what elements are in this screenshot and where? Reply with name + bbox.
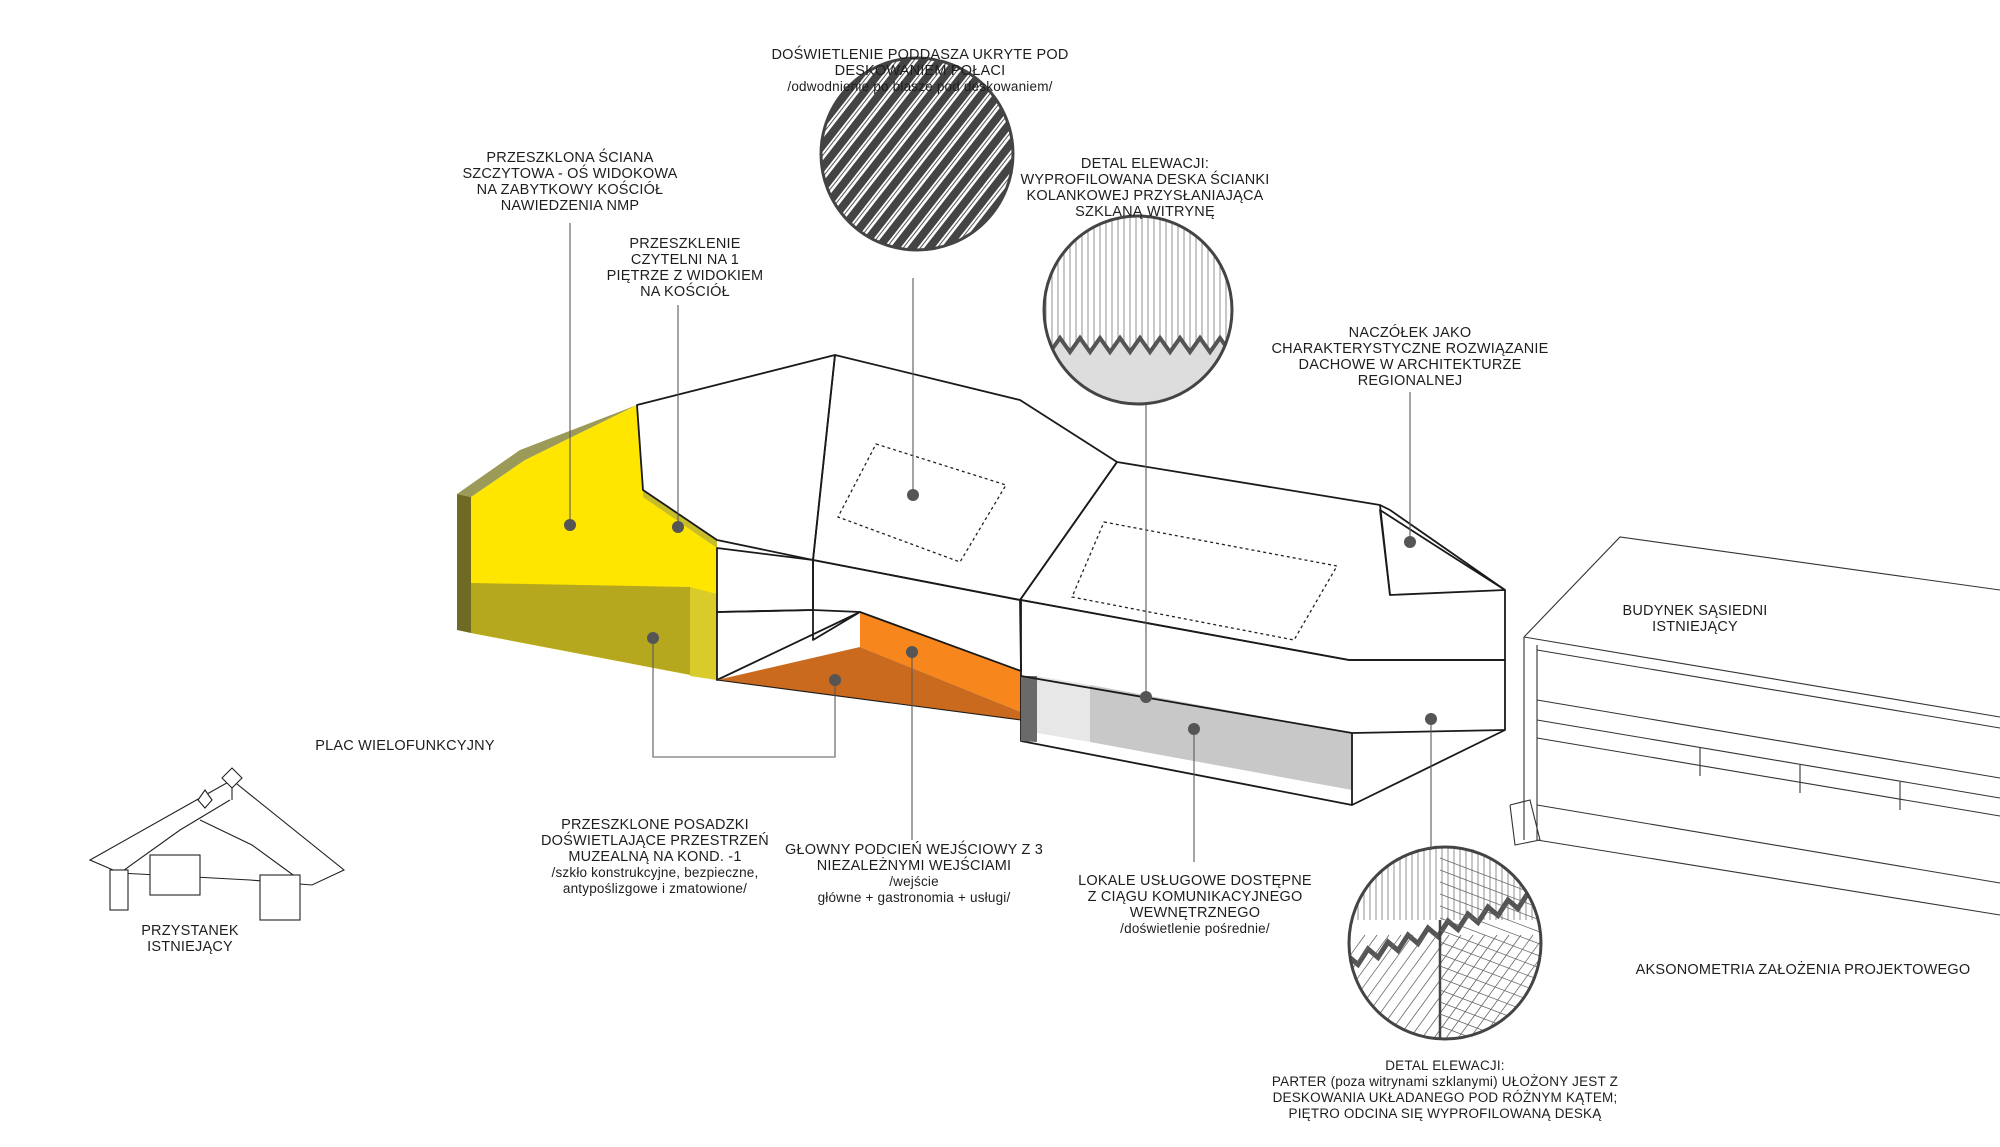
detail-circle-facade-lower	[1347, 845, 1543, 1041]
detail-circle-facade-upper	[1042, 214, 1234, 406]
label-bus-stop-title: PRZYSTANEK ISTNIEJĄCY	[141, 923, 239, 955]
roof-middle	[812, 354, 1118, 601]
label-glass-floors-title: PRZESZKLONE POSADZKI DOŚWIETLAJĄCE PRZES…	[541, 817, 769, 865]
leader-dots	[564, 489, 1437, 735]
services-window	[1090, 685, 1352, 790]
label-square: PLAC WIELOFUNKCYJNY	[300, 738, 510, 754]
label-shops-title: LOKALE USŁUGOWE DOSTĘPNE Z CIĄGU KOMUNIK…	[1078, 873, 1312, 921]
label-glass-floors: PRZESZKLONE POSADZKI DOŚWIETLAJĄCE PRZES…	[525, 817, 785, 897]
label-attic-light-title: DOŚWIETLENIE PODDASZA UKRYTE POD DESKOWA…	[771, 47, 1069, 79]
label-bus-stop: PRZYSTANEK ISTNIEJĄCY	[130, 923, 250, 955]
gablet	[1379, 509, 1506, 596]
label-square-title: PLAC WIELOFUNKCYJNY	[315, 738, 495, 754]
label-shops-sub: /doświetlenie pośrednie/	[1120, 921, 1270, 936]
bus-stop-drawing	[88, 767, 346, 921]
label-gablet: NACZÓŁEK JAKO CHARAKTERYSTYCZNE ROZWIĄZA…	[1270, 325, 1550, 389]
facade-left-upper	[716, 547, 814, 613]
gable-wall-side	[457, 494, 471, 633]
label-neighbour: BUDYNEK SĄSIEDNI ISTNIEJĄCY	[1610, 603, 1780, 635]
main-arcade-wall	[860, 612, 1021, 712]
label-neighbour-title: BUDYNEK SĄSIEDNI ISTNIEJĄCY	[1622, 603, 1768, 635]
roof-left	[636, 354, 836, 561]
neighbour-building	[1509, 536, 2000, 916]
label-facade-detail-1-title: DETAL ELEWACJI: WYPROFILOWANA DESKA ŚCIA…	[1020, 156, 1270, 220]
leader-lines	[569, 223, 1432, 862]
skylight-right	[1071, 521, 1339, 641]
facade-left-lower	[716, 609, 861, 681]
label-reading-room: PRZESZKLENIE CZYTELNI NA 1 PIĘTRZE Z WID…	[590, 236, 780, 300]
facade-middle	[812, 559, 1022, 672]
label-axonometry-title: AKSONOMETRIA ZAŁOŻENIA PROJEKTOWEGO	[1635, 962, 1971, 978]
label-reading-room-title: PRZESZKLENIE CZYTELNI NA 1 PIĘTRZE Z WID…	[606, 236, 764, 300]
roof-right	[1019, 461, 1506, 661]
label-gablet-title: NACZÓŁEK JAKO CHARAKTERYSTYCZNE ROZWIĄZA…	[1271, 325, 1549, 389]
dark-pillar	[1021, 676, 1037, 742]
gable-roof-edge	[457, 405, 637, 497]
label-glazed-gable: PRZESZKLONA ŚCIANA SZCZYTOWA - OŚ WIDOKO…	[455, 150, 685, 214]
label-shops: LOKALE USŁUGOWE DOSTĘPNE Z CIĄGU KOMUNIK…	[1070, 873, 1320, 937]
label-facade-detail-2-title: DETAL ELEWACJI: PARTER (poza witrynami s…	[1271, 1058, 1619, 1121]
reading-room-glass	[643, 490, 717, 548]
services-return	[1037, 676, 1090, 742]
label-main-arcade: GŁOWNY PODCIEŃ WEJŚCIOWY Z 3 NIEZALEŻNYM…	[778, 842, 1050, 906]
label-main-arcade-title: GŁOWNY PODCIEŃ WEJŚCIOWY Z 3 NIEZALEŻNYM…	[784, 842, 1044, 874]
main-building	[457, 354, 1506, 806]
label-glass-floors-sub: /szkło konstrukcyjne, bezpieczne, antypo…	[551, 865, 759, 896]
label-facade-detail-1: DETAL ELEWACJI: WYPROFILOWANA DESKA ŚCIA…	[1010, 156, 1280, 220]
label-facade-detail-2: DETAL ELEWACJI: PARTER (poza witrynami s…	[1240, 1058, 1650, 1122]
label-glazed-gable-title: PRZESZKLONA ŚCIANA SZCZYTOWA - OŚ WIDOKO…	[462, 150, 678, 214]
skylight-middle	[837, 443, 1007, 563]
label-axonometry: AKSONOMETRIA ZAŁOŻENIA PROJEKTOWEGO	[1608, 962, 1998, 978]
main-arcade-floor	[717, 647, 1021, 720]
glass-floor-yellow	[471, 583, 717, 680]
label-attic-light: DOŚWIETLENIE PODDASZA UKRYTE POD DESKOWA…	[760, 47, 1080, 95]
label-main-arcade-sub: /wejście główne + gastronomia + usługi/	[817, 874, 1011, 905]
label-attic-light-sub: /odwodnienie po blasze pod deskowaniem/	[787, 79, 1053, 94]
yellow-inner-wall	[690, 587, 717, 680]
